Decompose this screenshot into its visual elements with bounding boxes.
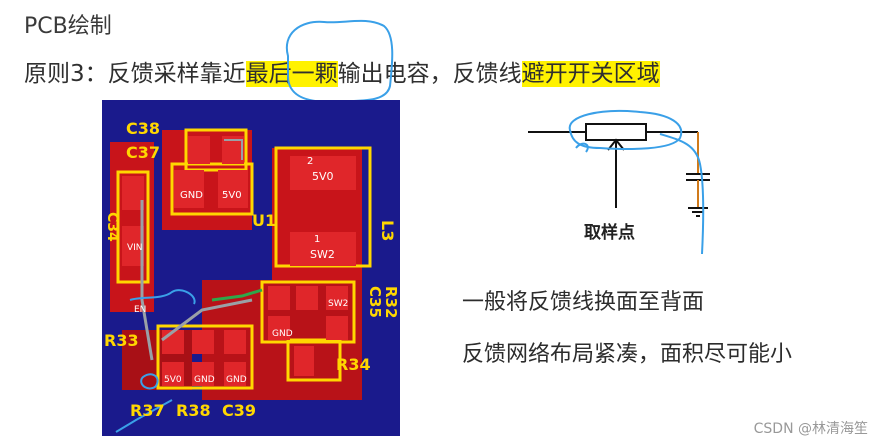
note-compact-layout: 反馈网络布局紧凑，面积尽可能小 <box>462 342 793 367</box>
pad-5v0: 5V0 <box>164 375 182 385</box>
pad-vin: VIN <box>127 243 143 253</box>
label-r38: R38 <box>176 401 211 420</box>
label-c38: C38 <box>126 119 160 138</box>
watermark: CSDN @林清海笙 <box>753 421 868 437</box>
annotation-circle-icon <box>285 19 394 104</box>
label-r33: R33 <box>104 331 139 350</box>
sampling-point-label: 取样点 <box>584 223 635 243</box>
pad-gnd: GND <box>272 329 293 339</box>
slide-title: PCB绘制 <box>24 14 112 39</box>
pad-5v0: 5V0 <box>222 190 242 201</box>
principle-prefix: 原则3：反馈采样靠近 <box>24 61 246 87</box>
pad-gnd: GND <box>226 375 247 385</box>
pad-5v0: 5V0 <box>312 170 334 183</box>
label-c34: C34 <box>104 212 120 242</box>
pad-sw2: SW2 <box>310 248 335 261</box>
pad-gnd: GND <box>180 190 203 201</box>
principle-line: 原则3：反馈采样靠近最后一颗输出电容，反馈线避开开关区域 <box>24 54 660 88</box>
pcb-layout: C38 C37 C34 U1 L3 R33 R34 C35 R32 R37 R3… <box>102 100 400 436</box>
label-l3: L3 <box>378 220 397 241</box>
pad-en: EN <box>134 305 146 315</box>
label-c37: C37 <box>126 143 160 162</box>
pad-sw2: SW2 <box>328 299 348 309</box>
label-r37: R37 <box>130 401 165 420</box>
label-r34: R34 <box>336 355 371 374</box>
label-c39: C39 <box>222 401 256 420</box>
label-u1: U1 <box>252 211 276 230</box>
pad-gnd: GND <box>194 375 215 385</box>
highlight-last-capacitor: 最后一颗 <box>245 61 338 87</box>
principle-middle: 输出电容，反馈线 <box>337 61 522 87</box>
highlight-avoid-switch: 避开开关区域 <box>521 61 660 87</box>
pad-number: 2 <box>307 156 313 167</box>
label-c35: C35 <box>366 286 384 318</box>
pad-number: 1 <box>314 234 320 245</box>
label-r32: R32 <box>382 286 400 318</box>
note-back-layer: 一般将反馈线换面至背面 <box>462 290 705 315</box>
feedback-schematic <box>528 109 710 254</box>
